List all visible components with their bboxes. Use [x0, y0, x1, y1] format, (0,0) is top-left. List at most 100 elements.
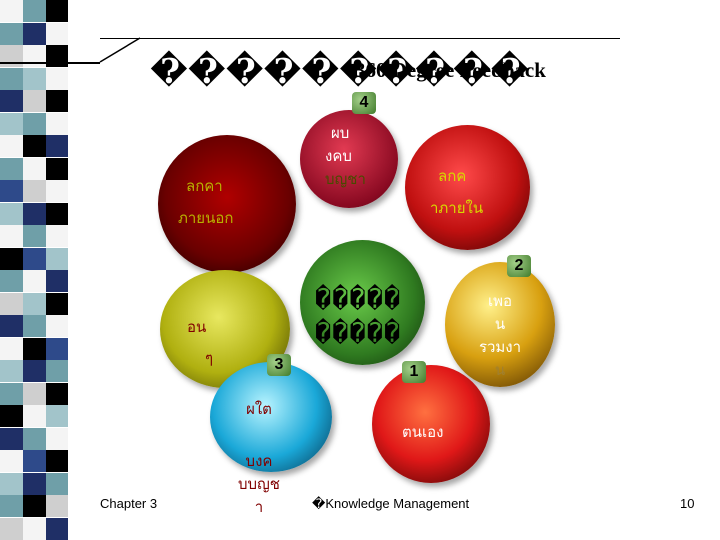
center-label-line1: �����: [315, 284, 402, 315]
page-number: 10: [680, 496, 695, 511]
mosaic-square: [46, 45, 68, 67]
customer-left-line1: อน: [187, 318, 207, 336]
mosaic-square: [23, 135, 46, 157]
internal-customer-line1: ลกค: [438, 167, 467, 185]
mosaic-square: [23, 337, 46, 360]
mosaic-square: [0, 292, 23, 315]
supervisor-label: ผบ งคบ บญชา: [325, 122, 366, 191]
self-label: ตนเอง: [402, 421, 443, 444]
mosaic-square: [46, 427, 68, 450]
team-peer-line2: น: [494, 315, 506, 333]
external-customer-label: ลกคา ภายนอก: [178, 175, 233, 230]
mosaic-square: [23, 495, 46, 517]
mosaic-square: [23, 225, 46, 247]
mosaic-square: [46, 90, 68, 112]
mosaic-square: [0, 315, 23, 337]
mosaic-square: [0, 472, 23, 495]
mosaic-square: [0, 112, 23, 135]
center-label: ����� �����: [315, 283, 401, 351]
mosaic-square: [23, 472, 46, 495]
internal-customer-circle: [405, 125, 530, 250]
supervisor-label-line3: บญชา: [325, 170, 366, 188]
mosaic-square: [0, 337, 23, 360]
mosaic-square: [23, 427, 46, 450]
supervisor-label-line2: งคบ: [325, 147, 352, 165]
team-peer-circle: [445, 262, 555, 387]
customer-left-line2: ๆ: [205, 349, 214, 367]
mosaic-square: [0, 180, 23, 202]
title-rule-short: [0, 62, 100, 64]
mosaic-square: [46, 337, 68, 360]
external-customer-circle: [158, 135, 296, 273]
mosaic-square: [0, 360, 23, 382]
mosaic-square: [23, 247, 46, 270]
external-customer-line2: ภายนอก: [178, 209, 234, 227]
mosaic-square: [23, 292, 46, 315]
self-line1: ตนเอง: [402, 423, 444, 441]
mosaic-square: [0, 22, 23, 45]
mosaic-square: [46, 495, 68, 517]
team-peer-badge: 2: [507, 255, 531, 277]
mosaic-square: [23, 382, 46, 405]
mosaic-square: [46, 22, 68, 45]
mosaic-square: [46, 202, 68, 225]
mosaic-square: [46, 405, 68, 427]
decorative-stripe: [0, 0, 68, 540]
mosaic-square: [46, 450, 68, 472]
mosaic-square: [46, 472, 68, 495]
mosaic-square: [23, 315, 46, 337]
mosaic-square: [46, 247, 68, 270]
mosaic-square: [23, 0, 46, 22]
mosaic-square: [23, 270, 46, 292]
mosaic-square: [23, 202, 46, 225]
team-peer-label: เพอ น รวมงา น: [470, 290, 530, 382]
mosaic-square: [0, 450, 23, 472]
self-circle: [372, 365, 490, 483]
team-peer-line3: รวมงา: [478, 338, 522, 356]
mosaic-square: [0, 247, 23, 270]
mosaic-square: [23, 405, 46, 427]
mosaic-square: [46, 225, 68, 247]
mosaic-square: [23, 22, 46, 45]
mosaic-square: [46, 360, 68, 382]
slide-title: ����������: [150, 52, 529, 92]
title-rule-long: [100, 38, 620, 39]
team-peer-line1: เพอ: [487, 292, 513, 310]
mosaic-square: [46, 315, 68, 337]
subordinate-line1: ผใต: [246, 400, 272, 418]
mosaic-square: [0, 45, 23, 67]
mosaic-square: [0, 202, 23, 225]
mosaic-square: [23, 360, 46, 382]
mosaic-square: [0, 0, 23, 22]
mosaic-square: [0, 382, 23, 405]
subordinate-badge: 3: [267, 354, 291, 376]
mosaic-square: [23, 90, 46, 112]
mosaic-square: [0, 90, 23, 112]
team-peer-line4: น: [494, 361, 506, 379]
mosaic-square: [46, 292, 68, 315]
slide-subtitle: 360 Degree Feedback: [355, 58, 546, 82]
subordinate-circle: [210, 362, 332, 472]
mosaic-square: [23, 112, 46, 135]
supervisor-label-line1: ผบ: [331, 124, 350, 142]
subordinate-line2: บงค: [245, 452, 273, 470]
subordinate-line4: า: [254, 498, 264, 516]
supervisor-circle: [300, 110, 398, 208]
mosaic-square: [46, 382, 68, 405]
footer-course: �Knowledge Management: [312, 496, 470, 511]
internal-customer-label: ลกค าภายใน: [430, 165, 483, 220]
mosaic-square: [46, 67, 68, 90]
mosaic-square: [46, 157, 68, 180]
center-label-line2: �����: [315, 318, 402, 349]
mosaic-square: [0, 517, 23, 540]
mosaic-square: [0, 67, 23, 90]
mosaic-square: [46, 270, 68, 292]
mosaic-square: [0, 270, 23, 292]
mosaic-square: [23, 517, 46, 540]
mosaic-square: [23, 67, 46, 90]
mosaic-square: [46, 517, 68, 540]
mosaic-square: [46, 112, 68, 135]
center-circle: [300, 240, 425, 365]
subordinate-line3: บบญช: [237, 475, 280, 493]
